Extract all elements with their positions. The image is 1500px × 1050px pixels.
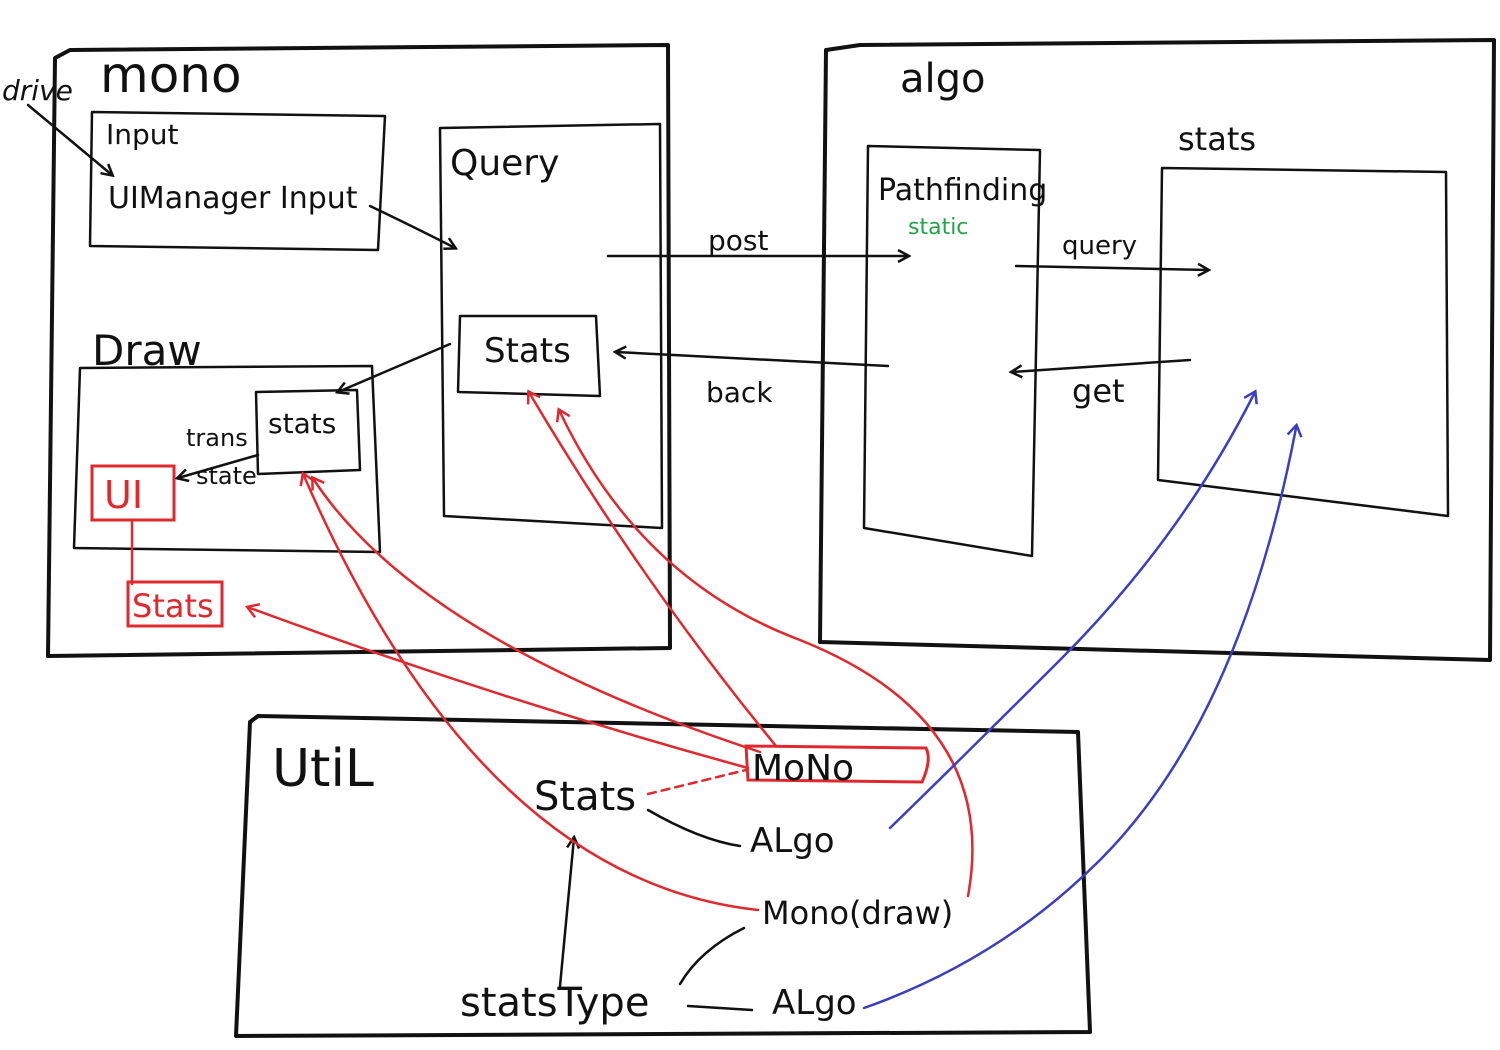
statstype-to-stats-arrow — [558, 838, 574, 988]
mono-red-stats-label: Stats — [132, 587, 214, 625]
mono-draw-to-draw-stats-arrow — [299, 471, 760, 912]
algo-to-stats-arrow-1 — [888, 389, 1258, 830]
mono-module: mono drive Input UIManager Input Draw st… — [2, 43, 672, 658]
util-mono-draw-label: Mono(draw) — [762, 894, 953, 932]
input-to-query-arrow — [368, 204, 455, 248]
transstate-label-1: trans — [186, 424, 248, 452]
util-module-title: UtiL — [272, 739, 374, 799]
mono-to-red-stats-arrow — [244, 602, 750, 770]
draw-stats-label: stats — [268, 407, 336, 440]
algo-module: algo Pathfinding static stats — [818, 38, 1496, 662]
util-mono-box — [744, 744, 930, 784]
mono-red-stats-box — [126, 580, 224, 628]
util-mono-label: MoNo — [752, 748, 854, 789]
ui-box — [90, 464, 176, 522]
query-box: Query Stats — [438, 122, 664, 530]
util-stats-label: Stats — [534, 774, 636, 820]
post-label: post — [708, 224, 768, 257]
query-label: query — [1062, 231, 1137, 261]
transstate-arrow — [178, 453, 260, 478]
util-module-border — [234, 714, 1092, 1038]
query-to-draw-arrow — [338, 342, 452, 392]
pathfinding-label: Pathfinding — [878, 173, 1047, 208]
statstype-algo-link — [686, 1004, 754, 1012]
get-arrow — [1012, 358, 1192, 372]
query-stats-box — [456, 314, 602, 398]
input-box-content: UIManager Input — [108, 181, 358, 216]
input-box-title: Input — [106, 118, 179, 151]
util-stats-type-label: statsType — [460, 980, 649, 1026]
stats-algo-link — [646, 808, 742, 848]
algo-module-title: algo — [900, 56, 986, 102]
input-box: Input UIManager Input — [88, 110, 387, 252]
draw-stats-box — [254, 388, 362, 476]
draw-box-title: Draw — [92, 326, 202, 375]
mono-to-draw-stats-arrow-1 — [311, 475, 762, 754]
query-box-title: Query — [450, 143, 559, 184]
algo-module-border — [818, 38, 1496, 662]
query-arrow — [1014, 266, 1208, 270]
mono-draw-to-query-stats-arrow — [555, 407, 974, 898]
drive-label: drive — [2, 74, 73, 107]
util-module: UtiL Stats MoNo ALgo Mono(draw) statsTyp… — [234, 714, 1092, 1038]
ui-label: UI — [104, 473, 143, 517]
draw-box: Draw stats UI trans state — [72, 326, 382, 554]
mono-to-query-stats-arrow-1 — [526, 389, 778, 748]
util-algo-label-1: ALgo — [750, 821, 835, 861]
statstype-mono-draw-link — [678, 926, 746, 986]
get-label: get — [1072, 372, 1125, 410]
algo-stats-box — [1156, 166, 1450, 518]
static-label: static — [908, 215, 968, 240]
back-arrow — [616, 352, 890, 368]
back-label: back — [706, 376, 773, 409]
transstate-label-2: state — [196, 462, 257, 490]
algo-stats-title: stats — [1178, 120, 1256, 158]
algo-to-stats-arrow-2 — [862, 422, 1303, 1010]
blue-dependency-lines — [862, 389, 1303, 1010]
query-box-border — [438, 122, 664, 530]
pathfinding-box — [862, 144, 1042, 558]
draw-box-border — [72, 364, 382, 554]
util-algo-label-2: ALgo — [772, 983, 857, 1023]
mono-module-border — [46, 43, 672, 658]
mono-module-title: mono — [100, 46, 242, 104]
input-box-border — [88, 110, 387, 252]
query-stats-label: Stats — [484, 331, 571, 371]
drive-arrow — [26, 103, 112, 175]
red-dependency-lines — [244, 389, 974, 912]
stats-mono-dashed-link — [646, 768, 748, 796]
